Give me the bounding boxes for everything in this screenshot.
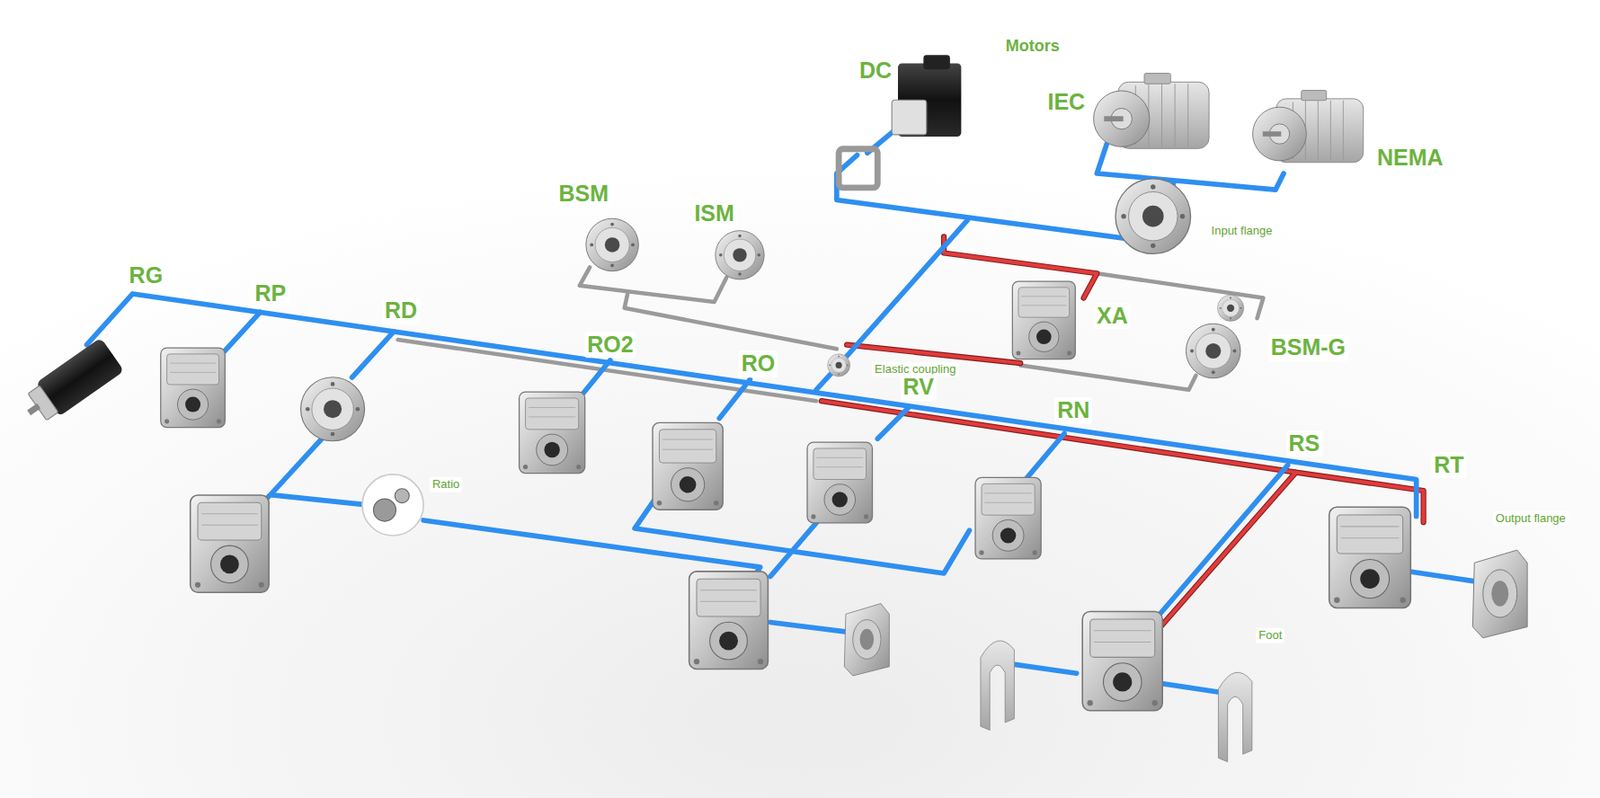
component-label: ISM [691,201,737,229]
motor-flange [27,385,59,421]
red-line-edge [846,345,1021,364]
component-label: DC [856,58,895,86]
ro-gearbox [652,422,723,510]
components [17,54,1528,762]
component-label: RN [1054,398,1093,426]
gear [373,498,396,522]
blue-lines [86,127,1490,694]
bsm-g [1185,323,1241,379]
xa [1012,281,1076,360]
blue-line [1004,663,1076,674]
blue-line [1151,465,1289,625]
rd-stage [301,377,365,442]
component-label: BSM [556,180,613,208]
component-label: RT [1431,452,1467,480]
gear [394,488,409,504]
blue-line [1096,142,1284,190]
part-label: Input flange [1208,222,1276,238]
blue-line [352,331,395,378]
component-label: BSM-G [1268,334,1349,362]
nema-motor [1253,90,1364,163]
gearbox [689,571,769,670]
component-label: IEC [1044,88,1088,116]
component-label: RP [251,280,289,308]
bsm [586,218,639,271]
blue-line [770,622,853,632]
rn-gearbox [975,477,1041,560]
rp-gearbox [160,347,226,428]
foot [980,640,1014,731]
iec-motor [1093,73,1209,150]
component-label: NEMA [1374,144,1447,172]
gray-line [1020,364,1196,390]
part-label: Output flange [1493,511,1569,526]
component-label: RD [382,297,420,325]
component-label: RG [126,262,167,290]
component-label: XA [1093,302,1131,330]
component-label: RS [1285,430,1323,458]
component-label: RO2 [584,331,636,359]
input-flange [1115,178,1192,255]
foot [1217,672,1252,763]
rv-gearbox [807,442,872,524]
connector [923,54,951,70]
rs-gearbox [1082,612,1163,712]
component-label: RO [738,351,779,379]
gray-line [579,266,727,303]
scheme [17,54,1528,762]
rt-gearbox [1329,506,1412,608]
ratio-circle [362,474,424,536]
part-label: Ratio [429,477,463,492]
red-line [846,345,1021,364]
blue-line [877,408,908,439]
rg-motor [17,337,125,430]
output-flange [1472,550,1528,639]
component-label: RV [900,374,937,402]
ro2-gearbox [519,391,586,474]
gray-lines [398,266,1264,401]
blue-line [816,220,968,390]
flange [844,604,889,676]
blue-line [86,293,1416,516]
shaft [26,403,41,416]
gray-line [624,293,837,349]
helical-gearbox [190,495,269,593]
blue-line [1025,433,1065,480]
dc-flange [838,149,878,188]
ism [715,231,765,280]
component-label: Motors [1003,36,1063,57]
part-label: Foot [1255,628,1285,643]
blue-line [719,379,750,418]
dc-face [891,99,927,135]
bsm-g-coupling [1217,294,1244,321]
blue-line [583,360,611,393]
elastic-coupling [827,354,851,377]
